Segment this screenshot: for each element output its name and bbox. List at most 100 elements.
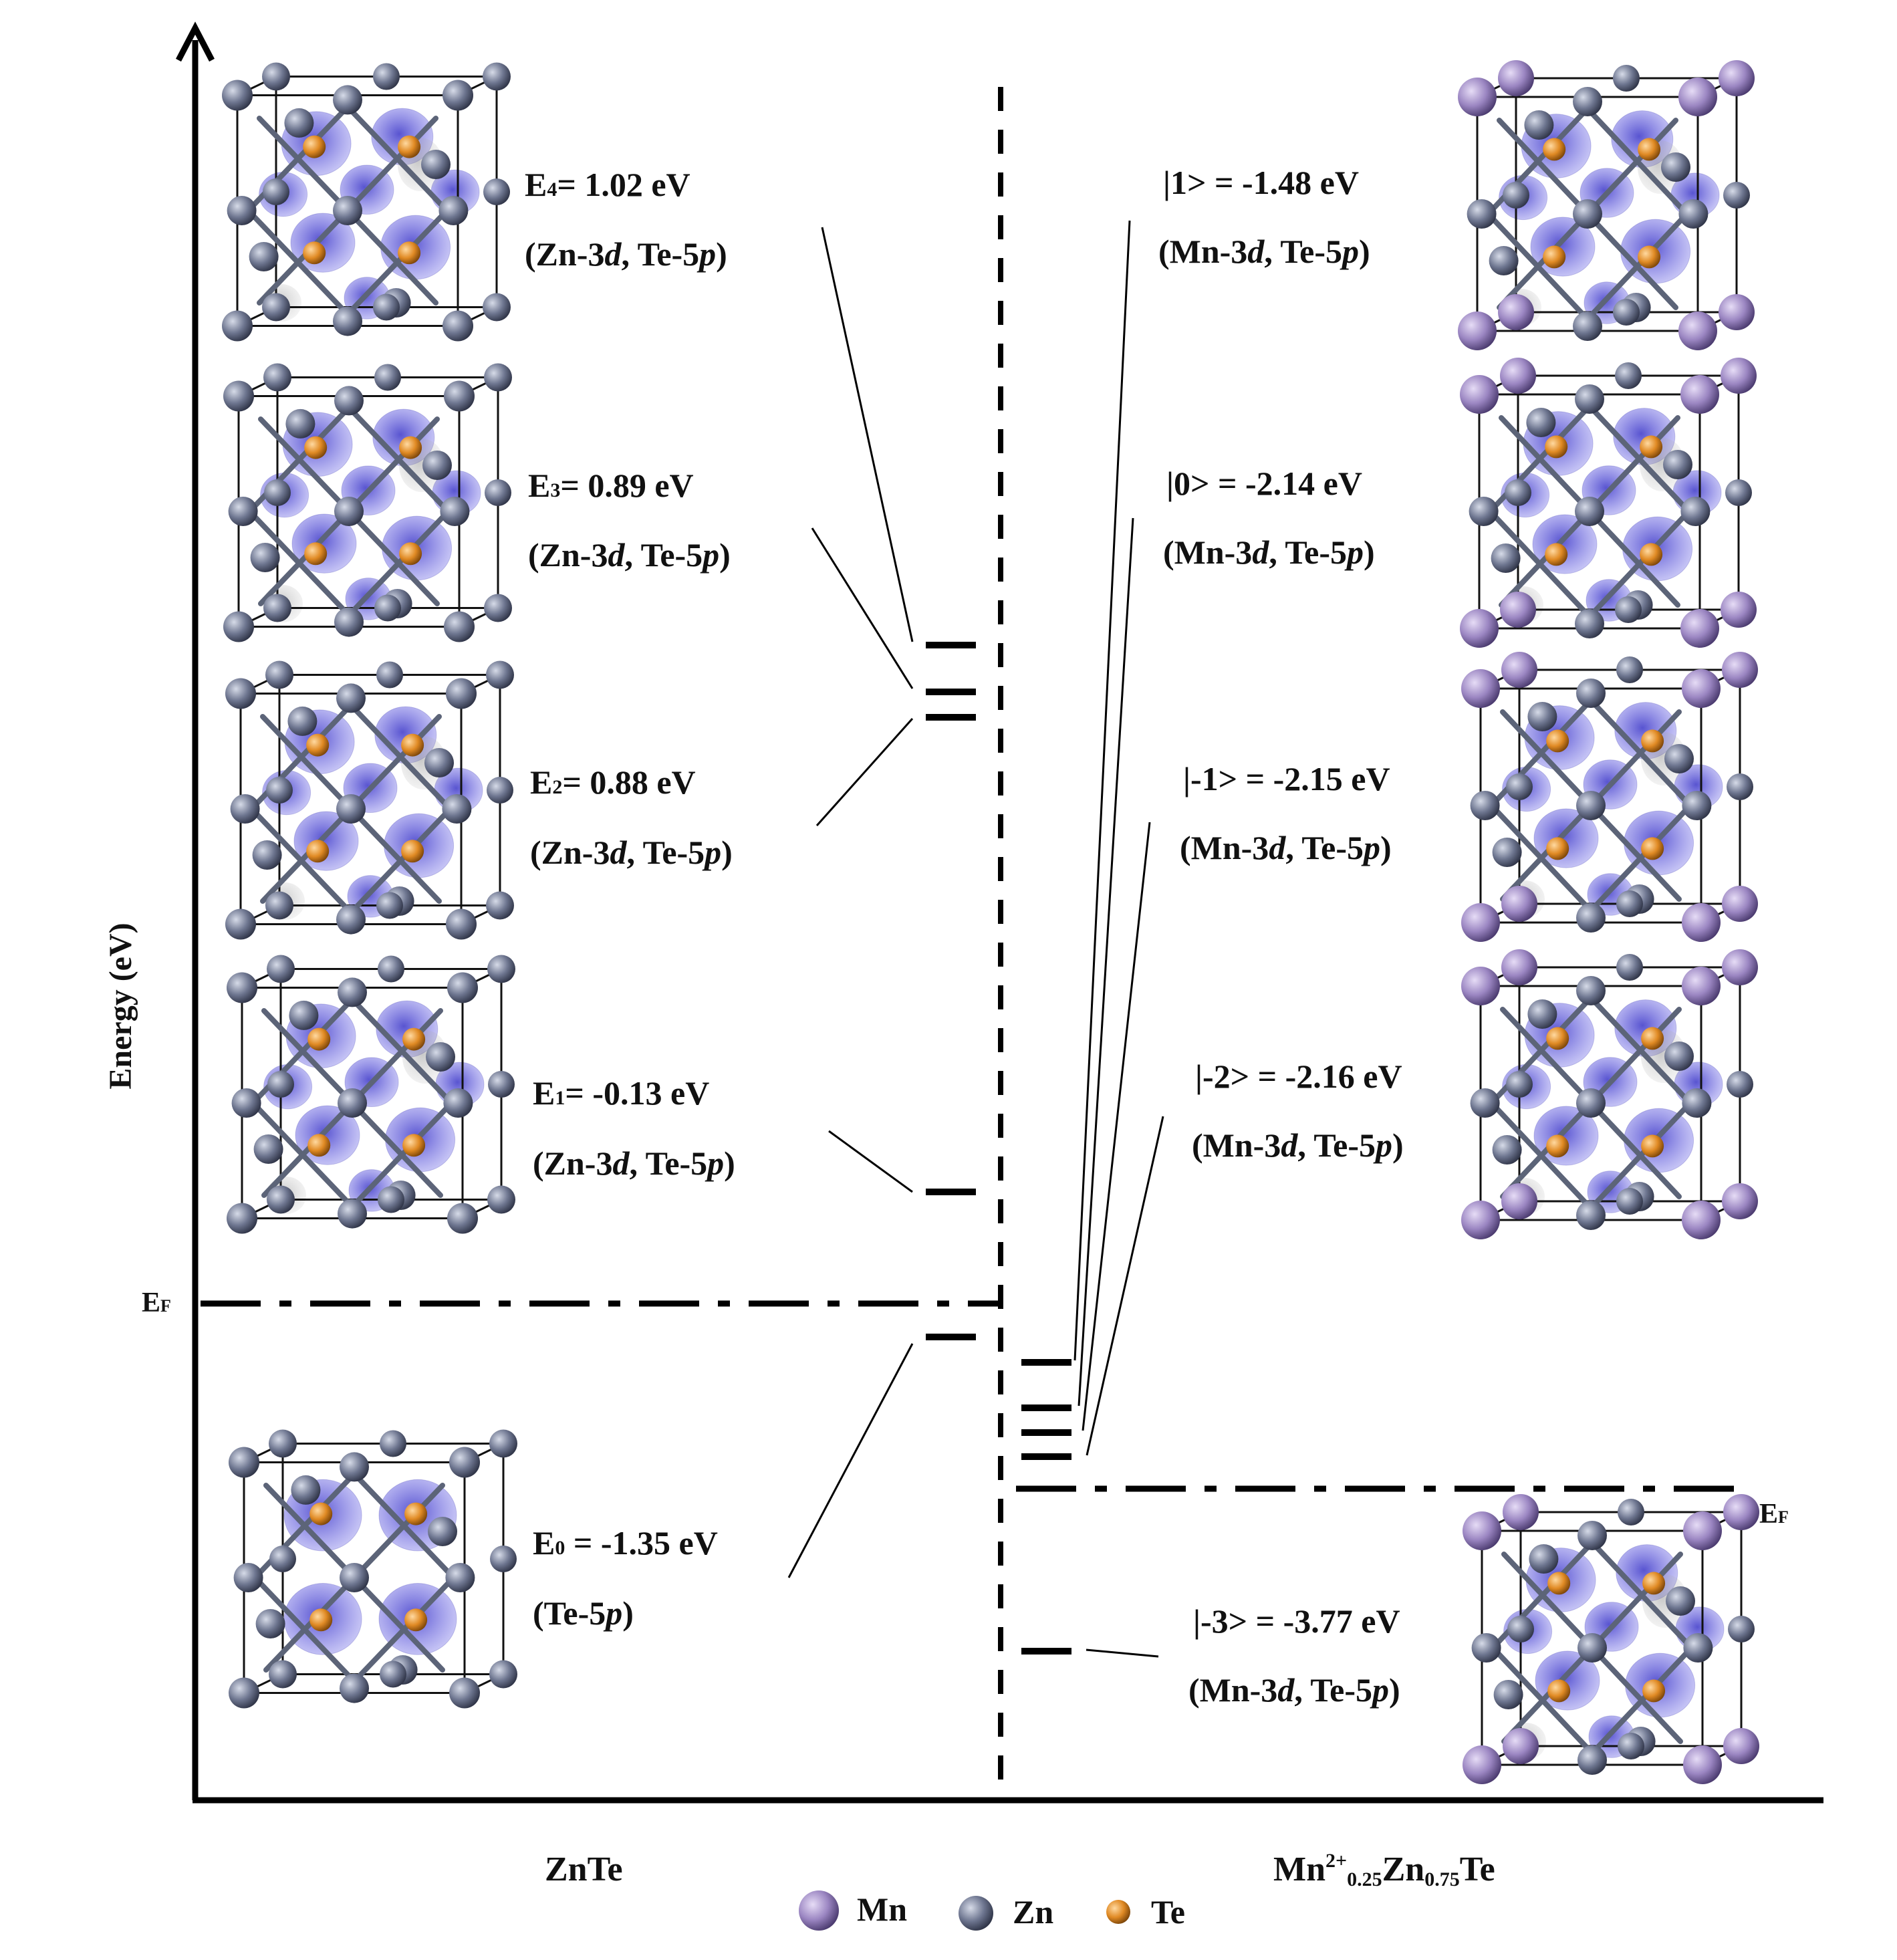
mn-corner-atom bbox=[1722, 949, 1758, 985]
zn-corner-atom bbox=[263, 363, 291, 392]
zn-atom bbox=[442, 794, 472, 824]
mn-corner-atom bbox=[1461, 967, 1500, 1005]
y-axis-label: Energy (eV) bbox=[103, 923, 138, 1089]
svg-text:(Mn-3d, Te-5p): (Mn-3d, Te-5p) bbox=[1192, 1126, 1404, 1164]
te-atom bbox=[402, 1027, 426, 1051]
zn-atom bbox=[1666, 1586, 1695, 1616]
mn-corner-atom bbox=[1721, 358, 1757, 394]
svg-text:|0> = -2.14 eV: |0> = -2.14 eV bbox=[1166, 465, 1362, 502]
mn-corner-atom bbox=[1723, 1494, 1759, 1530]
zn-corner-atom bbox=[262, 293, 290, 322]
zn-corner-atom bbox=[263, 594, 291, 622]
mn-corner-atom bbox=[1501, 1183, 1537, 1219]
te-atom bbox=[1641, 1134, 1664, 1158]
zn-atom bbox=[1616, 954, 1643, 981]
zn-atom bbox=[1505, 479, 1531, 506]
zn-atom bbox=[1678, 199, 1709, 229]
zn-atom bbox=[373, 293, 400, 321]
bond bbox=[348, 702, 453, 812]
zn-atom bbox=[443, 1088, 473, 1118]
zn-corner-atom bbox=[267, 1185, 295, 1214]
zn-atom bbox=[336, 904, 366, 935]
zn-atom bbox=[422, 451, 452, 480]
column-label-znte: ZnTe bbox=[545, 1850, 623, 1888]
zn-atom bbox=[334, 386, 364, 416]
zn-atom bbox=[1506, 1071, 1533, 1098]
te-atom bbox=[402, 1134, 426, 1157]
zn-atom bbox=[1577, 1633, 1607, 1663]
mn-corner-atom bbox=[1719, 60, 1755, 96]
zn-atom bbox=[1661, 152, 1690, 182]
mn-corner-atom bbox=[1498, 294, 1534, 330]
te-atom bbox=[307, 1134, 331, 1157]
mn-corner-atom bbox=[1503, 1728, 1539, 1764]
mn-corner-atom bbox=[1682, 903, 1721, 942]
zn-atom bbox=[378, 1186, 404, 1213]
svg-text:E3= 0.89 eV: E3= 0.89 eV bbox=[528, 467, 694, 504]
mn-cell-ket-m1 bbox=[1461, 652, 1758, 942]
te-atom bbox=[1642, 1679, 1666, 1703]
label-ket-m1: |-1> = -2.15 eV (Mn-3d, Te-5p) bbox=[1180, 760, 1392, 866]
zn-atom bbox=[266, 777, 293, 804]
zn-atom bbox=[421, 150, 451, 179]
zn-corner-atom bbox=[222, 80, 253, 111]
te-atom bbox=[1641, 837, 1664, 860]
legend-zn-swatch bbox=[959, 1896, 993, 1931]
zn-corner-atom bbox=[486, 891, 514, 920]
mn-corner-atom bbox=[1498, 60, 1534, 96]
zn-corner-atom bbox=[229, 1677, 259, 1709]
zn-atom bbox=[1577, 1521, 1607, 1550]
mn-corner-atom bbox=[1501, 652, 1537, 688]
zn-atom bbox=[374, 594, 401, 622]
mn-cell-ket-m2 bbox=[1461, 949, 1758, 1239]
bond bbox=[1585, 211, 1690, 322]
te-atom bbox=[307, 1027, 331, 1051]
te-atom bbox=[1543, 245, 1566, 269]
bond bbox=[1590, 1645, 1694, 1756]
legend-te-swatch bbox=[1106, 1900, 1130, 1924]
mn-corner-atom bbox=[1723, 1728, 1759, 1764]
zn-atom bbox=[428, 1517, 457, 1546]
zn-atom bbox=[253, 1134, 283, 1164]
zn-corner-atom bbox=[442, 310, 473, 342]
zn-atom bbox=[1575, 497, 1604, 526]
zn-atom bbox=[233, 1563, 263, 1592]
te-atom bbox=[1545, 435, 1568, 459]
svg-text:(Mn-3d, Te-5p): (Mn-3d, Te-5p) bbox=[1158, 233, 1370, 270]
mn-corner-atom bbox=[1503, 1494, 1539, 1530]
zn-atom bbox=[1575, 609, 1604, 638]
mn-corner-atom bbox=[1463, 1511, 1501, 1550]
zn-corner-atom bbox=[442, 80, 473, 111]
zn-atom bbox=[287, 706, 318, 736]
zn-atom bbox=[1615, 596, 1642, 623]
zn-atom bbox=[1683, 1633, 1713, 1663]
zn-atom bbox=[445, 1563, 475, 1592]
mn-corner-atom bbox=[1683, 1745, 1722, 1784]
bond bbox=[252, 1575, 357, 1685]
zn-atom bbox=[1529, 1544, 1559, 1574]
zn-atom bbox=[1524, 110, 1554, 140]
svg-text:E4= 1.02 eV: E4= 1.02 eV bbox=[525, 166, 690, 203]
te-atom bbox=[1547, 1679, 1571, 1703]
zn-corner-atom bbox=[487, 1185, 515, 1214]
zn-atom bbox=[1492, 1135, 1522, 1165]
mn-corner-atom bbox=[1501, 949, 1537, 985]
zn-atom bbox=[1664, 744, 1694, 773]
zn-corner-atom bbox=[486, 660, 514, 689]
mn-corner-atom bbox=[1719, 294, 1755, 330]
bond bbox=[1588, 803, 1693, 914]
zn-atom bbox=[1725, 479, 1752, 506]
zn-atom bbox=[424, 748, 454, 777]
zn-atom bbox=[1527, 702, 1557, 731]
zn-atom bbox=[483, 178, 510, 205]
legend-zn-label: Zn bbox=[1013, 1893, 1053, 1931]
zn-atom bbox=[1503, 182, 1529, 209]
zn-atom bbox=[333, 85, 362, 115]
energy-axis-arrowhead bbox=[176, 21, 215, 62]
zn-atom bbox=[1723, 182, 1750, 209]
te-atom bbox=[306, 840, 330, 863]
znte-cell-e0 bbox=[229, 1429, 517, 1709]
zn-atom bbox=[336, 794, 366, 824]
svg-text:|-2> = -2.16 eV: |-2> = -2.16 eV bbox=[1195, 1058, 1402, 1095]
te-atom bbox=[399, 436, 422, 459]
